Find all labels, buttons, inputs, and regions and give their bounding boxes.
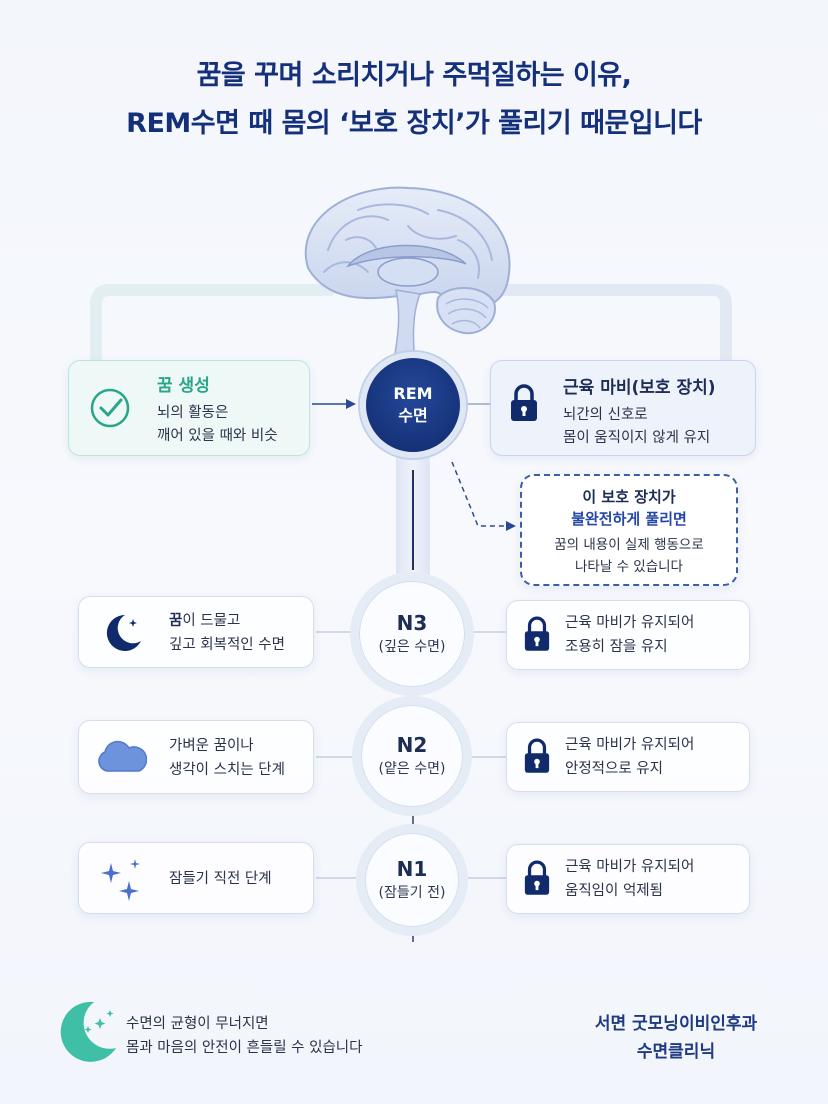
moon-star-icon (99, 611, 145, 659)
n1-paralysis-card: 근육 마비가 유지되어 움직임이 억제됨 (506, 844, 750, 914)
n2-stage-node: N2 (얕은 수면) (352, 696, 472, 816)
n1-stage-name: N1 (396, 857, 428, 881)
lock-icon (523, 859, 551, 901)
sparkle-icon (97, 857, 147, 905)
title-line-1: 꿈을 꾸며 소리치거나 주먹질하는 이유, (196, 60, 632, 91)
check-circle-icon (89, 387, 131, 433)
n1-stage-node: N1 (잠들기 전) (356, 824, 468, 936)
lock-icon (509, 383, 539, 427)
paralysis-card-title: 근육 마비(보호 장치) (563, 378, 716, 398)
dream-card-title: 꿈 생성 (157, 376, 210, 396)
warning-title-1: 이 보호 장치가 (582, 488, 676, 506)
n1-left-line-1: 잠들기 직전 단계 (169, 871, 272, 887)
page-title: 꿈을 꾸며 소리치거나 주먹질하는 이유, REM수면 때 몸의 ‘보호 장치’… (0, 52, 828, 148)
n2-paralysis-card: 근육 마비가 유지되어 안정적으로 유지 (506, 722, 750, 792)
n2-description-card: 가벼운 꿈이나 생각이 스치는 단계 (78, 720, 314, 794)
rem-node-label-1: REM (393, 384, 433, 403)
n1-description-card: 잠들기 직전 단계 (78, 842, 314, 914)
dream-generation-card: 꿈 생성 뇌의 활동은 깨어 있을 때와 비슷 (68, 360, 310, 456)
n2-right-line-1: 근육 마비가 유지되어 (565, 737, 695, 753)
n3-stage-name: N3 (396, 611, 428, 635)
n3-stage-sub: (깊은 수면) (378, 639, 446, 655)
n2-stage-sub: (얕은 수면) (378, 761, 446, 777)
n2-left-line-1: 가벼운 꿈이나 (169, 738, 254, 754)
footer-message: 수면의 균형이 무너지면 몸과 마음의 안전이 흔들릴 수 있습니다 (126, 1012, 362, 1060)
warning-card: 이 보호 장치가 불완전하게 풀리면 꿈의 내용이 실제 행동으로 나타날 수 … (520, 474, 738, 586)
footer-line-1: 수면의 균형이 무너지면 (126, 1016, 269, 1032)
n3-description-card: 꿈이 드물고 깊고 회복적인 수면 (78, 596, 314, 668)
stage-axis-line (412, 812, 414, 826)
dream-card-line-2: 깨어 있을 때와 비슷 (157, 428, 278, 444)
n3-right-line-1: 근육 마비가 유지되어 (565, 615, 695, 631)
rem-node-label-2: 수면 (398, 406, 428, 425)
brand-line-2: 수면클리닉 (636, 1042, 716, 1062)
cloud-icon (95, 739, 148, 779)
rem-sleep-node: REM 수면 (360, 352, 466, 458)
brand-line-1: 서면 굿모닝이비인후과 (594, 1014, 758, 1034)
n3-left-line-1: 이 드물고 (182, 613, 241, 629)
lock-icon (523, 615, 551, 657)
paralysis-card-line-1: 뇌간의 신호로 (563, 407, 648, 423)
clinic-brand: 서면 굿모닝이비인후과 수면클리닉 (560, 1010, 792, 1066)
n3-stage-node: N3 (깊은 수면) (350, 572, 474, 696)
paralysis-card-line-2: 몸이 움직이지 않게 유지 (563, 430, 711, 446)
lock-icon (523, 737, 551, 779)
n1-right-line-1: 근육 마비가 유지되어 (565, 859, 695, 875)
crescent-moon-icon (54, 998, 120, 1068)
n2-right-line-2: 안정적으로 유지 (565, 761, 663, 777)
muscle-paralysis-card: 근육 마비(보호 장치) 뇌간의 신호로 몸이 움직이지 않게 유지 (490, 360, 756, 456)
n3-right-line-2: 조용히 잠을 유지 (565, 639, 668, 655)
title-line-2: REM수면 때 몸의 ‘보호 장치’가 풀리기 때문입니다 (126, 108, 702, 139)
n1-stage-sub: (잠들기 전) (378, 885, 446, 901)
warning-line-2: 나타날 수 있습니다 (575, 559, 683, 575)
n1-right-line-2: 움직임이 억제됨 (565, 883, 663, 899)
brain-illustration (288, 180, 524, 371)
warning-title-2: 불완전하게 풀리면 (571, 510, 687, 528)
warning-line-1: 꿈의 내용이 실제 행동으로 (554, 537, 704, 553)
n3-left-bold: 꿈 (169, 613, 183, 629)
footer-line-2: 몸과 마음의 안전이 흔들릴 수 있습니다 (126, 1040, 363, 1056)
n3-left-line-2: 깊고 회복적인 수면 (169, 637, 285, 653)
n3-paralysis-card: 근육 마비가 유지되어 조용히 잠을 유지 (506, 600, 750, 670)
n2-stage-name: N2 (396, 733, 428, 757)
n2-left-line-2: 생각이 스치는 단계 (169, 762, 285, 778)
dream-card-line-1: 뇌의 활동은 (157, 405, 229, 421)
stage-axis-line (412, 470, 414, 570)
